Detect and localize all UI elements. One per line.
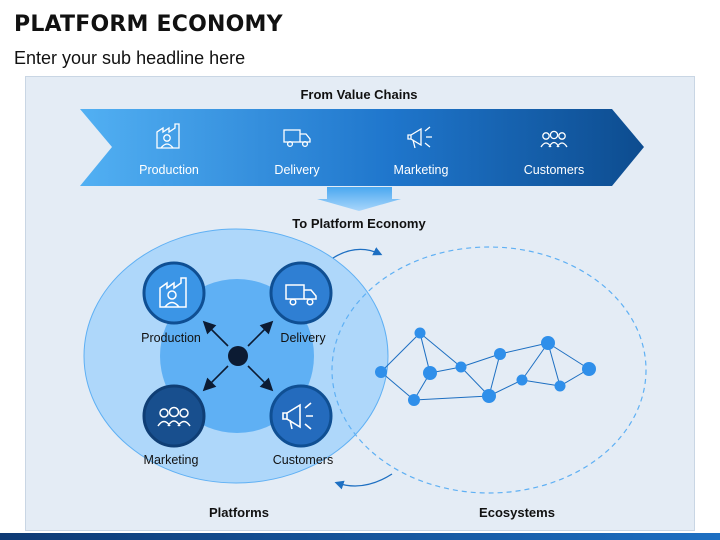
chain-label-marketing: Marketing <box>394 163 449 177</box>
delivery-truck-icon <box>283 129 311 148</box>
factory-worker-icon <box>156 123 180 149</box>
platform-label-production: Production <box>141 331 201 345</box>
curved-arrow-top <box>332 247 383 259</box>
value-chain-heading: From Value Chains <box>300 87 417 102</box>
ecosystem-node <box>516 374 528 386</box>
people-group-icon <box>157 406 191 427</box>
platforms-label: Platforms <box>209 505 269 520</box>
hub-arrow-production <box>202 320 229 347</box>
footer-accent-bar <box>0 533 720 540</box>
chain-label-delivery: Delivery <box>274 163 320 177</box>
ecosystem-node <box>582 362 596 376</box>
ecosystem-node <box>554 380 566 392</box>
platform-node-production <box>142 261 206 325</box>
ecosystem-nodes <box>375 327 596 406</box>
platform-node-delivery <box>269 261 333 325</box>
page-subtitle: Enter your sub headline here <box>14 48 246 68</box>
platform-node-customers <box>269 384 333 448</box>
transition-heading: To Platform Economy <box>292 216 426 231</box>
hub-arrow-delivery <box>247 320 274 347</box>
megaphone-icon <box>407 126 432 149</box>
value-chain-arrow <box>80 109 644 186</box>
page-title: PLATFORM ECONOMY <box>14 12 283 37</box>
ecosystems-label: Ecosystems <box>479 505 555 520</box>
ecosystem-node <box>375 366 387 378</box>
megaphone-icon <box>282 402 313 430</box>
ecosystem-node <box>408 394 420 406</box>
chain-label-customers: Customers <box>524 163 584 177</box>
ecosystem-node <box>455 361 467 373</box>
curved-arrow-bottom <box>334 473 393 490</box>
chain-label-production: Production <box>139 163 199 177</box>
people-group-icon <box>540 130 568 148</box>
ecosystem-node <box>494 348 506 360</box>
platform-label-marketing: Marketing <box>144 453 199 467</box>
hub-arrow-marketing <box>202 365 229 392</box>
ecosystem-node <box>541 336 555 350</box>
platform-label-customers: Customers <box>273 453 333 467</box>
transition-arrow <box>317 187 401 211</box>
ecosystems-ellipse <box>331 246 647 494</box>
ecosystem-node <box>482 389 496 403</box>
ecosystem-node <box>423 366 437 380</box>
platform-label-delivery: Delivery <box>280 331 326 345</box>
platform-hub <box>228 346 248 366</box>
hub-arrow-customers <box>247 365 274 392</box>
ecosystem-node <box>414 327 426 339</box>
delivery-truck-icon <box>285 284 317 306</box>
factory-worker-icon <box>159 277 187 308</box>
